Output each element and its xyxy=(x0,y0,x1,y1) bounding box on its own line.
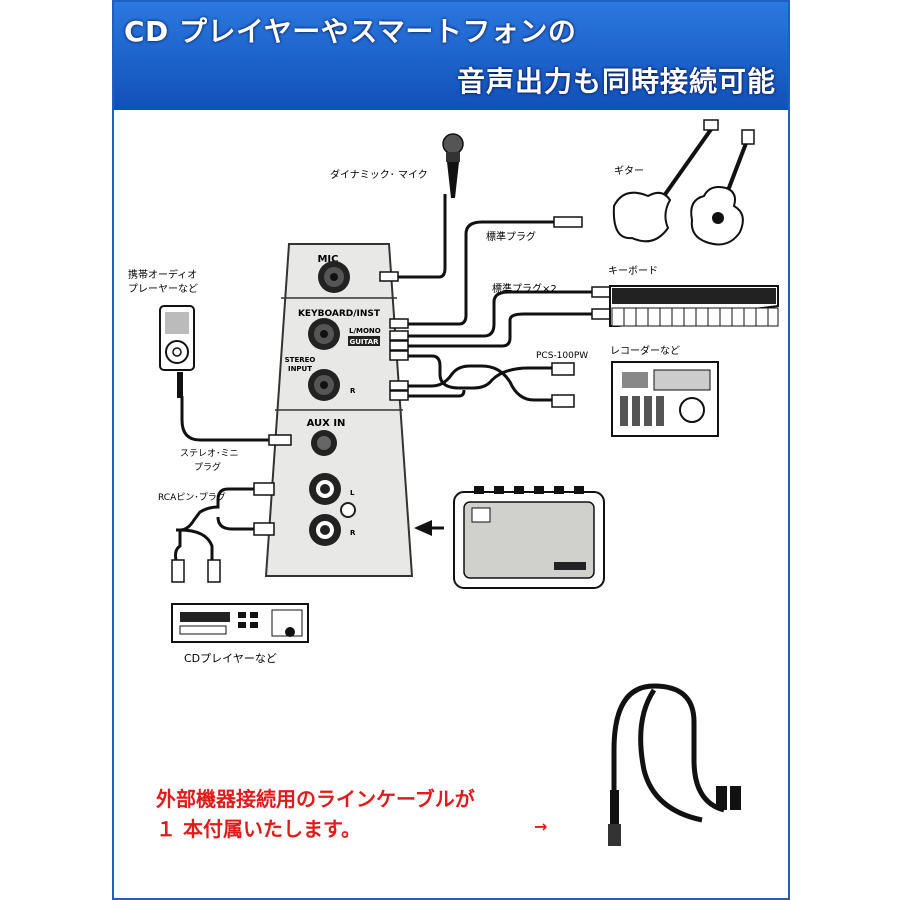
recorder-label: レコーダーなど xyxy=(610,344,680,357)
cd-player-label: CDプレイヤーなど xyxy=(184,652,277,665)
aux-in-label: AUX IN xyxy=(307,418,346,429)
cd-player-icon xyxy=(171,603,309,643)
portable-player-icon xyxy=(159,305,195,371)
guitar-cable xyxy=(404,220,554,326)
keyboard-icon xyxy=(609,285,779,327)
portable-audio-label-1: 携帯オーディオ xyxy=(128,268,197,281)
input-label: INPUT xyxy=(288,365,312,373)
rca-split-a xyxy=(174,530,182,561)
note-line2: １ 本付属いたします。 xyxy=(156,817,361,841)
note-line1: 外部機器接続用のラインケーブルが xyxy=(156,787,475,811)
line-cable-icon xyxy=(611,683,725,830)
note-arrow: → xyxy=(534,817,548,836)
recorder-cable-3 xyxy=(404,389,466,398)
microphone-icon xyxy=(442,133,464,198)
guitar-badge: GUITAR xyxy=(349,338,379,346)
aux-l-label: L xyxy=(350,489,355,497)
dynamic-mic-label: ダイナミック･ マイク xyxy=(330,168,428,181)
mini-plug xyxy=(177,372,183,398)
stereo-mini-label-1: ステレオ･ミニ xyxy=(180,448,239,459)
mic-cable xyxy=(394,194,447,279)
pcs-amp-icon xyxy=(453,486,605,589)
recorder-icon xyxy=(611,361,719,437)
stereo-mini-label-2: プラグ xyxy=(194,461,221,473)
aux-r-label: R xyxy=(350,529,356,537)
rca-pin-label: RCAピン･プラグ xyxy=(158,491,226,503)
rca-cable-r xyxy=(216,516,254,531)
keyboard-label: キーボード xyxy=(608,265,658,277)
rca-split-b xyxy=(179,528,214,560)
electric-guitar-icon xyxy=(612,119,719,243)
stereo-label: STEREO xyxy=(285,356,316,364)
portable-audio-label-2: プレーヤーなど xyxy=(128,283,198,295)
aux-mini-cable xyxy=(180,396,269,442)
amp-arrow xyxy=(414,520,432,536)
l-mono-label: L/MONO xyxy=(349,327,381,335)
header-title-line2: 音声出力も同時接続可能 xyxy=(456,65,776,98)
standard-plug-x2-label: 標準プラグ×2 xyxy=(492,282,557,295)
rca-cable-l xyxy=(176,487,254,532)
acoustic-guitar-icon xyxy=(690,129,755,246)
connection-diagram: MIC KEYBOARD/INST L/MONO GUITAR STEREO I… xyxy=(128,119,779,846)
header-banner: CD プレイヤーやスマートフォンの 音声出力も同時接続可能 xyxy=(114,2,788,110)
mic-label: MIC xyxy=(317,254,338,265)
keyboard-cable-l xyxy=(404,290,592,338)
keyboard-inst-label: KEYBOARD/INST xyxy=(298,309,381,319)
recorder-cable-2 xyxy=(404,364,552,402)
recorder-cable-1 xyxy=(404,354,552,390)
guitar-label: ギター xyxy=(614,165,644,177)
r-label: R xyxy=(350,387,356,395)
pcs-label: PCS-100PW xyxy=(536,351,588,361)
header-title-line1: CD プレイヤーやスマートフォンの xyxy=(124,15,577,48)
keyboard-cable-r xyxy=(404,312,592,348)
diagram-frame: CD プレイヤーやスマートフォンの 音声出力も同時接続可能 MIC KEYBOA… xyxy=(112,0,790,900)
standard-plug-label: 標準プラグ xyxy=(486,230,536,243)
